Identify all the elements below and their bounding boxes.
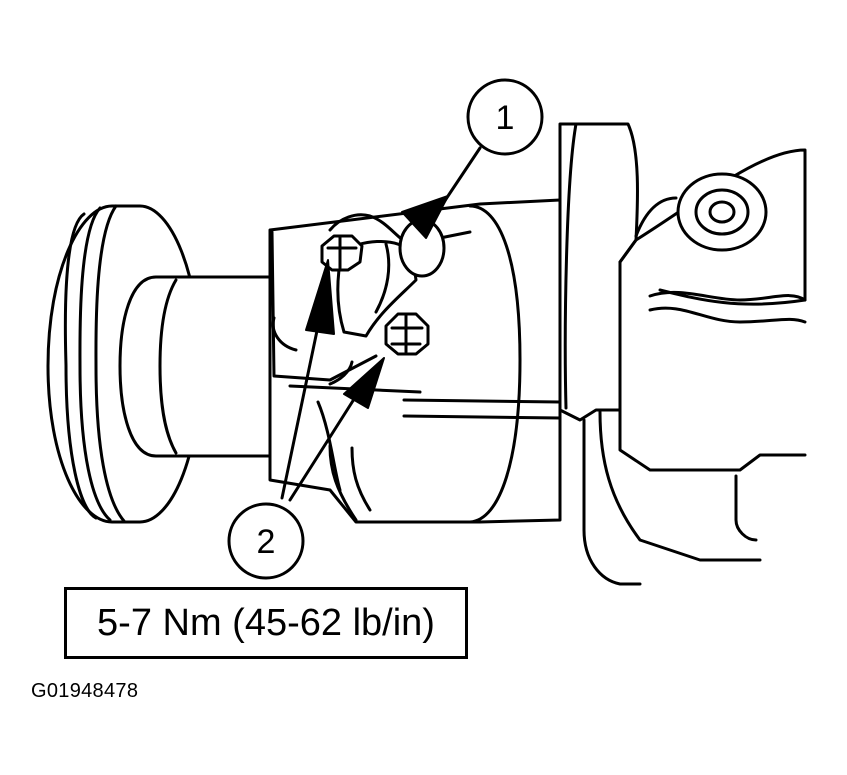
- leader-line-2a: [280, 324, 320, 500]
- clamp-bolt-upper: [320, 234, 364, 272]
- callout-2: 2: [227, 502, 305, 580]
- pulley-hub: [46, 204, 292, 524]
- leader-line-2b: [288, 394, 358, 502]
- mounting-flange: [558, 122, 807, 586]
- arrowhead-2b: [343, 357, 385, 409]
- arrowhead-1: [401, 195, 449, 239]
- callout-2-label: 2: [257, 523, 276, 561]
- clamp-bolt-lower: [384, 312, 430, 356]
- torque-spec-text: 5-7 Nm (45-62 lb/in): [97, 601, 435, 644]
- callout-1: 1: [466, 78, 544, 156]
- torque-spec-box: 5-7 Nm (45-62 lb/in): [64, 587, 468, 659]
- arrowhead-2a: [305, 259, 335, 335]
- figure-id: G01948478: [31, 680, 139, 702]
- callout-1-label: 1: [496, 99, 515, 137]
